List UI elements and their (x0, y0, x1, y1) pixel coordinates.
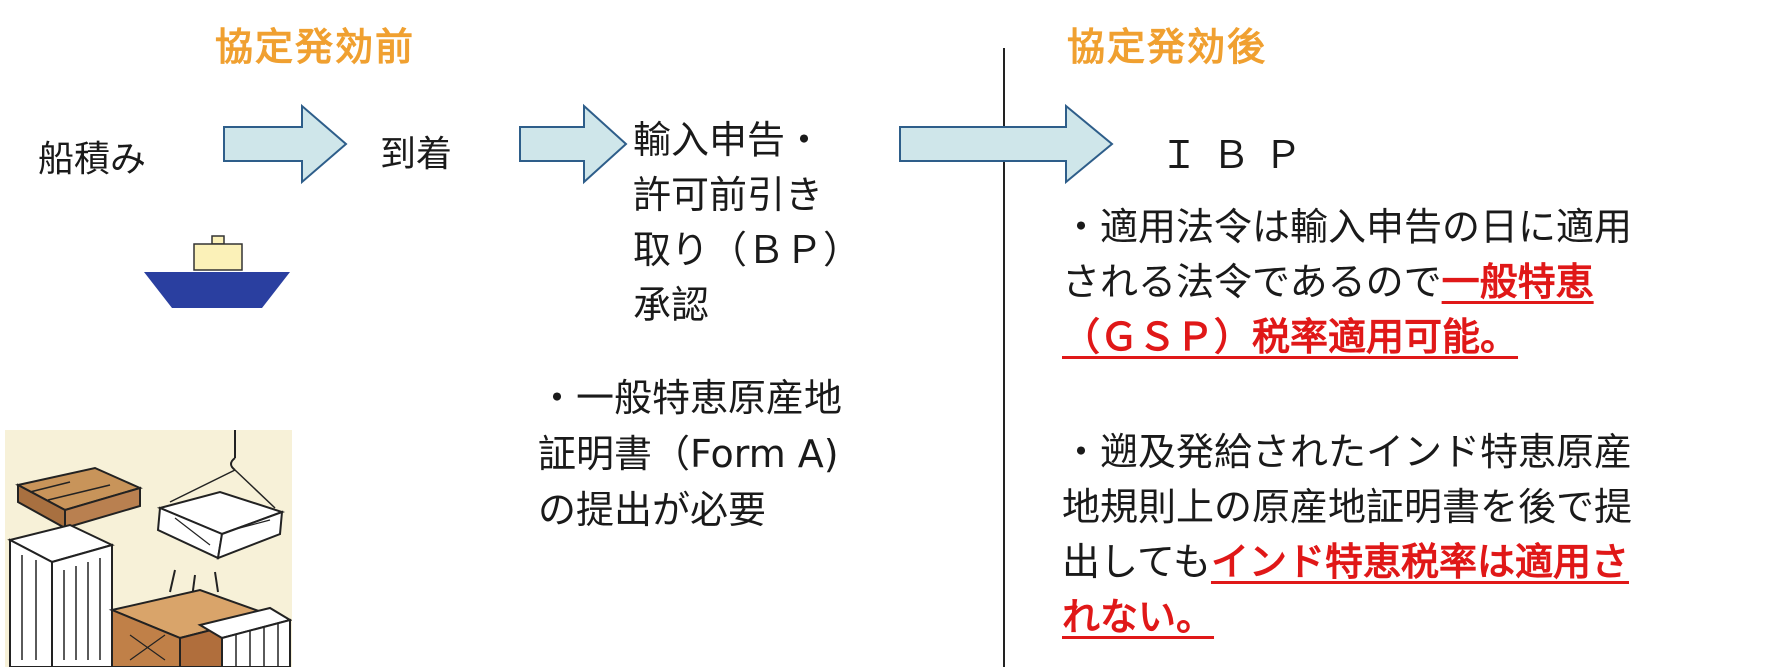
step-shipping: 船積み (38, 139, 147, 180)
center-divider (1003, 48, 1005, 667)
gsp-emphasis: 一般特恵 (1441, 260, 1594, 304)
arrow-bp-to-ibp (899, 103, 1114, 185)
bp-line: 取り（ＢＰ） (633, 228, 862, 272)
ship-icon (144, 235, 290, 308)
note2-line: 地規則上の原産地証明書を後で提 (1062, 485, 1633, 529)
cargo-crates-illustration (5, 430, 292, 667)
bp-line: 輸入申告・ (633, 118, 824, 162)
requirement-line: 証明書（Form A) (538, 432, 839, 476)
note-applicable-law: ・適用法令は輸入申告の日に適用 される法令であるので一般特恵 （ＧＳＰ）税率適用… (1062, 200, 1782, 365)
arrow-arrival-to-bp (519, 103, 628, 185)
india-rate-emphasis: インド特恵税率は適用さ (1210, 540, 1629, 584)
note2-line: ・遡及発給されたインド特恵原産 (1062, 430, 1633, 474)
before-heading: 協定発効前 (215, 25, 416, 69)
after-heading: 協定発効後 (1067, 25, 1268, 69)
note1-line: ・適用法令は輸入申告の日に適用 (1062, 205, 1633, 249)
requirement-line: ・一般特恵原産地 (538, 376, 843, 420)
arrow-shipping-to-arrival (223, 103, 348, 185)
step-arrival: 到着 (380, 134, 453, 175)
bp-line: 許可前引き (633, 173, 824, 217)
india-rate-emphasis: れない。 (1062, 595, 1215, 639)
note1-line: される法令であるので (1062, 260, 1442, 304)
requirement-line: の提出が必要 (538, 488, 767, 532)
form-a-requirement: ・一般特恵原産地 証明書（Form A) の提出が必要 (538, 370, 842, 538)
note-retroactive-certificate: ・遡及発給されたインド特恵原産 地規則上の原産地証明書を後で提 出してもインド特… (1062, 425, 1782, 645)
gsp-emphasis: （ＧＳＰ）税率適用可能。 (1062, 315, 1519, 359)
bp-line: 承認 (633, 283, 710, 327)
bp-approval-label: 輸入申告・ 許可前引き 取り（ＢＰ） 承認 (633, 113, 861, 333)
ibp-label: ＩＢＰ (1160, 133, 1317, 177)
note2-line: 出しても (1062, 540, 1211, 584)
